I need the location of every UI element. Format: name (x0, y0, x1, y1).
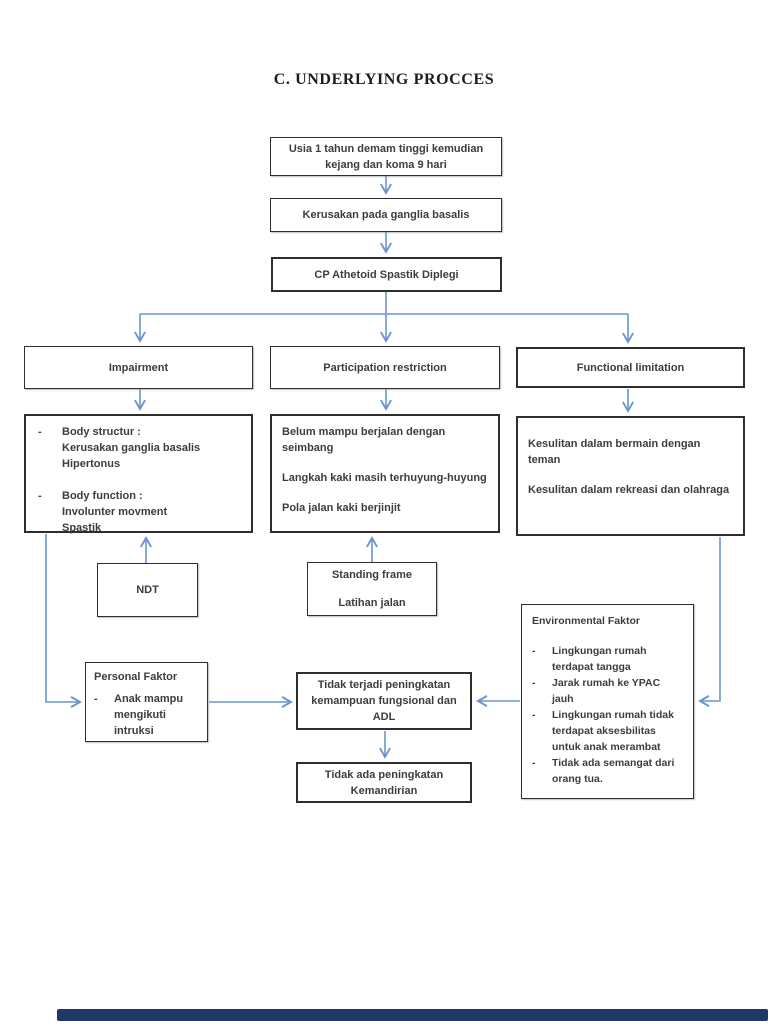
impairment-function-heading: Body function : (62, 490, 143, 502)
box-functional-detail: Kesulitan dalam bermain dengan teman Kes… (516, 416, 745, 536)
box-standing-frame: Standing frame Latihan jalan (307, 562, 437, 616)
environmental-item: - Jarak rumah ke YPAC jauh (532, 675, 683, 707)
personal-factor-title: Personal Faktor (94, 671, 178, 683)
environmental-item-2: Jarak rumah ke YPAC jauh (552, 677, 661, 705)
personal-factor-item-text: Anak mampu mengikuti intruksi (114, 693, 184, 737)
box-diagnosis-text: CP Athetoid Spastik Diplegi (314, 268, 459, 281)
participation-label: Participation restriction (323, 361, 447, 374)
box-personal-factor: Personal Faktor - Anak mampu mengikuti i… (85, 662, 208, 742)
dash-bullet: - (38, 490, 42, 502)
impairment-function-line2: Spastik (62, 522, 102, 534)
impairment-structure-line1: Kerusakan ganglia basalis (62, 442, 201, 454)
box-functional-outcome: Tidak terjadi peningkatan kemampuan fung… (296, 672, 472, 730)
environmental-factor-title: Environmental Faktor (532, 615, 640, 627)
box-brain-damage: Kerusakan pada ganglia basalis (270, 198, 502, 232)
impairment-body-structure: - Body structur : Kerusakan ganglia basa… (38, 424, 241, 472)
environmental-item-1: Lingkungan rumah terdapat tangga (552, 645, 647, 673)
impairment-body-function: - Body function : Involunter movment Spa… (38, 488, 241, 536)
box-environmental-factor: Environmental Faktor - Lingkungan rumah … (521, 604, 694, 799)
box-impairment-detail: - Body structur : Kerusakan ganglia basa… (24, 414, 253, 536)
participation-detail-1: Belum mampu berjalan dengan seimbang (282, 426, 446, 454)
participation-detail-3: Pola jalan kaki berjinjit (282, 502, 401, 514)
box-participation-detail: Belum mampu berjalan dengan seimbang Lan… (270, 414, 500, 533)
dash-bullet: - (532, 757, 536, 769)
box-onset-text: Usia 1 tahun demam tinggi kemudian kejan… (288, 142, 484, 171)
bottom-page-bar (57, 1009, 768, 1021)
personal-factor-item: - Anak mampu mengikuti intruksi (94, 691, 199, 739)
dash-bullet: - (532, 709, 536, 721)
arrow-impairment-to-personal (45, 534, 82, 708)
dash-bullet: - (38, 426, 42, 438)
standing-frame-label: Standing frame (331, 569, 413, 581)
box-participation-header: Participation restriction (270, 346, 500, 389)
environmental-item: - Lingkungan rumah terdapat tangga (532, 643, 683, 675)
box-functional-header: Functional limitation (516, 347, 745, 388)
environmental-item: - Tidak ada semangat dari orang tua. (532, 755, 683, 787)
box-brain-damage-text: Kerusakan pada ganglia basalis (302, 209, 470, 221)
box-onset: Usia 1 tahun demam tinggi kemudian kejan… (270, 137, 502, 176)
dash-bullet: - (532, 645, 536, 657)
ndt-label: NDT (136, 584, 159, 596)
functional-detail-1: Kesulitan dalam bermain dengan teman (528, 438, 701, 466)
functional-label: Functional limitation (576, 361, 685, 374)
participation-detail-2: Langkah kaki masih terhuyung-huyung (282, 472, 487, 484)
impairment-structure-heading: Body structur : (62, 426, 141, 438)
dash-bullet: - (94, 693, 98, 705)
box-impairment-header: Impairment (24, 346, 253, 389)
arrow-functional-to-environmental (698, 537, 721, 707)
dash-bullet: - (532, 677, 536, 689)
independence-outcome-text: Tidak ada peningkatan Kemandirian (324, 768, 444, 797)
environmental-item: - Lingkungan rumah tidak terdapat aksesb… (532, 707, 683, 755)
latihan-jalan-label: Latihan jalan (338, 597, 406, 609)
impairment-label: Impairment (108, 361, 169, 374)
environmental-item-4: Tidak ada semangat dari orang tua. (552, 757, 675, 785)
functional-detail-2: Kesulitan dalam rekreasi dan olahraga (528, 484, 730, 496)
functional-outcome-text: Tidak terjadi peningkatan kemampuan fung… (311, 679, 457, 723)
box-ndt: NDT (97, 563, 198, 617)
box-independence-outcome: Tidak ada peningkatan Kemandirian (296, 762, 472, 803)
box-diagnosis: CP Athetoid Spastik Diplegi (271, 257, 502, 292)
impairment-function-line1: Involunter movment (62, 506, 168, 518)
impairment-structure-line2: Hipertonus (62, 458, 121, 470)
environmental-item-3: Lingkungan rumah tidak terdapat aksesbil… (552, 709, 674, 753)
page-title: C. UNDERLYING PROCCES (273, 71, 495, 88)
